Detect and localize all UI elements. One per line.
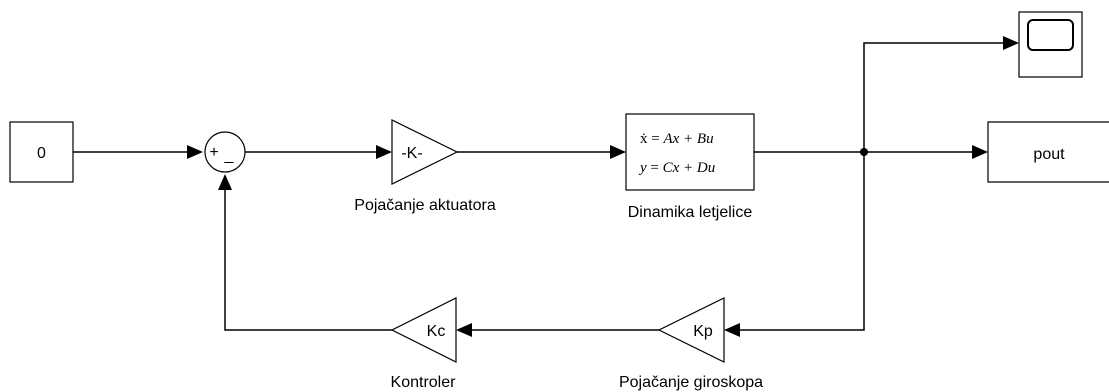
arrow-head xyxy=(1003,36,1019,50)
arrow-head xyxy=(218,174,232,190)
arrow-head xyxy=(972,145,988,159)
controller-block[interactable]: Kc xyxy=(390,297,457,363)
state-space-label: Dinamika letjelice xyxy=(628,204,753,221)
actuator-gain-label: Pojačanje aktuatora xyxy=(354,197,496,214)
arrow-head xyxy=(456,323,472,337)
gyro-gain-label: Pojačanje giroskopa xyxy=(619,374,763,391)
wire-to-gyro xyxy=(738,152,865,331)
sum-minus-sign: _ xyxy=(224,147,235,164)
state-space-block[interactable]: ẋ = Ax + Bu y = Cx + Du xyxy=(625,113,755,191)
wire-feedback xyxy=(224,187,392,331)
controller-value: Kc xyxy=(427,323,446,340)
actuator-gain-value: -K- xyxy=(401,145,422,162)
arrow-head xyxy=(376,145,392,159)
gyro-gain-block[interactable]: Kp xyxy=(657,297,725,363)
arrow-head xyxy=(187,145,203,159)
state-eq-2: y = Cx + Du xyxy=(638,160,715,176)
arrow-head xyxy=(610,145,626,159)
actuator-gain-block[interactable]: -K- xyxy=(391,119,459,185)
state-eq-1: ẋ = Ax + Bu xyxy=(640,131,714,147)
branch-point xyxy=(860,148,868,156)
outport-block[interactable]: pout xyxy=(987,121,1109,183)
scope-block[interactable] xyxy=(1018,11,1083,78)
scope-icon xyxy=(1027,19,1074,51)
sum-plus-sign: + xyxy=(209,144,218,161)
wire-to-scope xyxy=(863,42,1005,152)
gyro-gain-value: Kp xyxy=(693,323,713,340)
sum-block[interactable]: + _ xyxy=(204,131,246,173)
controller-label: Kontroler xyxy=(391,374,457,391)
constant-value: 0 xyxy=(37,145,46,162)
constant-block[interactable]: 0 xyxy=(9,121,74,183)
outport-value: pout xyxy=(1033,146,1065,163)
arrow-head xyxy=(724,323,740,337)
